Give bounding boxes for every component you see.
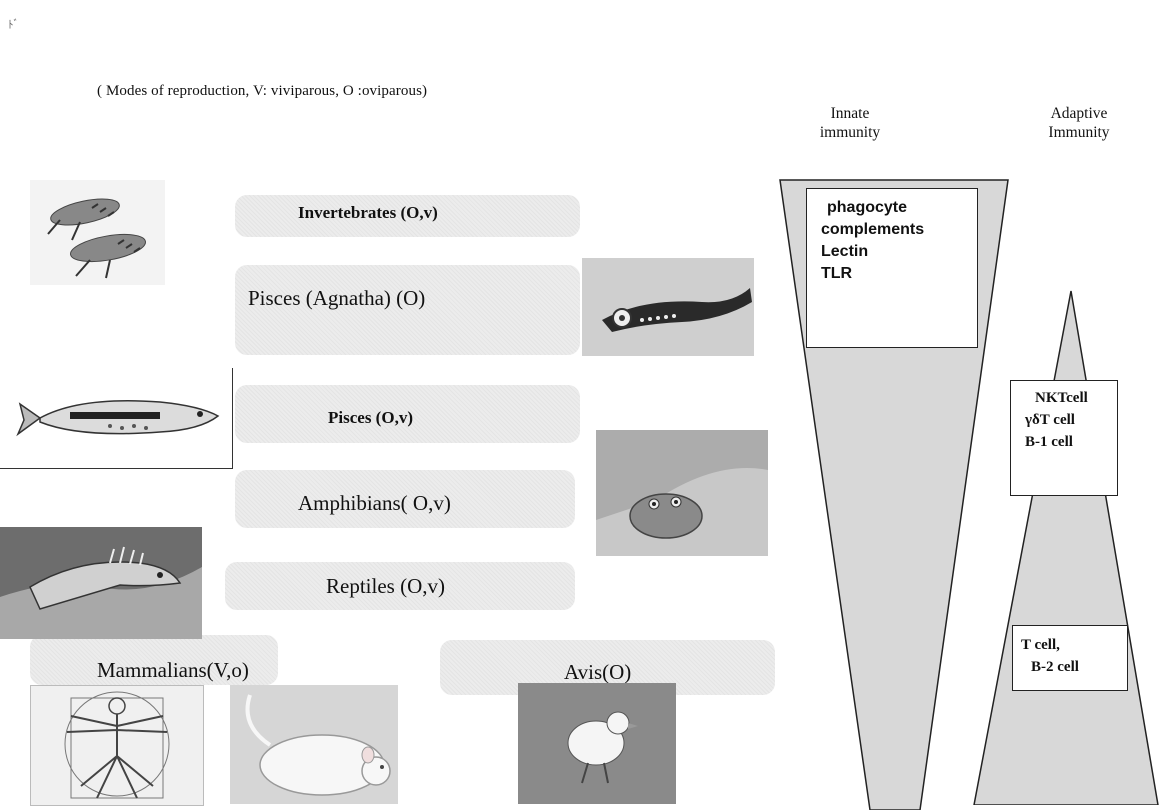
adaptive-item-nkt: NKTcell bbox=[1025, 387, 1117, 409]
innate-item-phagocyte: phagocyte bbox=[821, 197, 967, 219]
reproduction-legend: ( Modes of reproduction, V: viviparous, … bbox=[97, 83, 427, 100]
bird-photo bbox=[518, 683, 676, 804]
adaptive-item-b2: B-2 cell bbox=[1021, 656, 1127, 678]
tier-label-mammalians: Mammalians(V,o) bbox=[97, 658, 249, 683]
fish-photo bbox=[0, 368, 233, 469]
adaptive-item-t-cell: T cell, bbox=[1021, 634, 1127, 656]
mouse-photo bbox=[230, 685, 398, 804]
adaptive-item-b1: B-1 cell bbox=[1025, 431, 1117, 453]
tier-label-agnatha: Pisces (Agnatha) (O) bbox=[248, 286, 425, 311]
innate-item-tlr: TLR bbox=[821, 263, 967, 285]
tier-label-reptiles: Reptiles (O,v) bbox=[326, 574, 445, 599]
tier-label-amphibians: Amphibians( O,v) bbox=[298, 491, 451, 516]
innate-components-box: phagocyte complements Lectin TLR bbox=[806, 188, 978, 348]
frog-photo bbox=[596, 430, 768, 556]
innate-header: Innate immunity bbox=[800, 104, 900, 142]
adaptive-item-gamma-delta: γδT cell bbox=[1025, 409, 1117, 431]
innate-item-lectin: Lectin bbox=[821, 241, 967, 263]
adaptive-innate-like-box: NKTcell γδT cell B-1 cell bbox=[1010, 380, 1118, 496]
tier-label-avis: Avis(O) bbox=[564, 660, 631, 685]
innate-header-line-1: Innate bbox=[800, 104, 900, 123]
corner-mark: ﾄﾞ bbox=[8, 16, 19, 32]
adaptive-header-line-1: Adaptive bbox=[1024, 104, 1134, 123]
adaptive-conventional-box: T cell, B-2 cell bbox=[1012, 625, 1128, 691]
innate-header-line-2: immunity bbox=[800, 123, 900, 142]
innate-item-complements: complements bbox=[821, 219, 967, 241]
adaptive-header-line-2: Immunity bbox=[1024, 123, 1134, 142]
tier-label-invertebrates: Invertebrates (O,v) bbox=[298, 203, 438, 223]
insect-photo bbox=[30, 180, 165, 285]
lamprey-photo bbox=[582, 258, 754, 356]
adaptive-immunity-wedge bbox=[968, 285, 1163, 805]
vitruvian-man-photo bbox=[30, 685, 204, 806]
iguana-photo bbox=[0, 527, 202, 639]
adaptive-header: Adaptive Immunity bbox=[1024, 104, 1134, 142]
tier-label-pisces: Pisces (O,v) bbox=[328, 408, 413, 428]
